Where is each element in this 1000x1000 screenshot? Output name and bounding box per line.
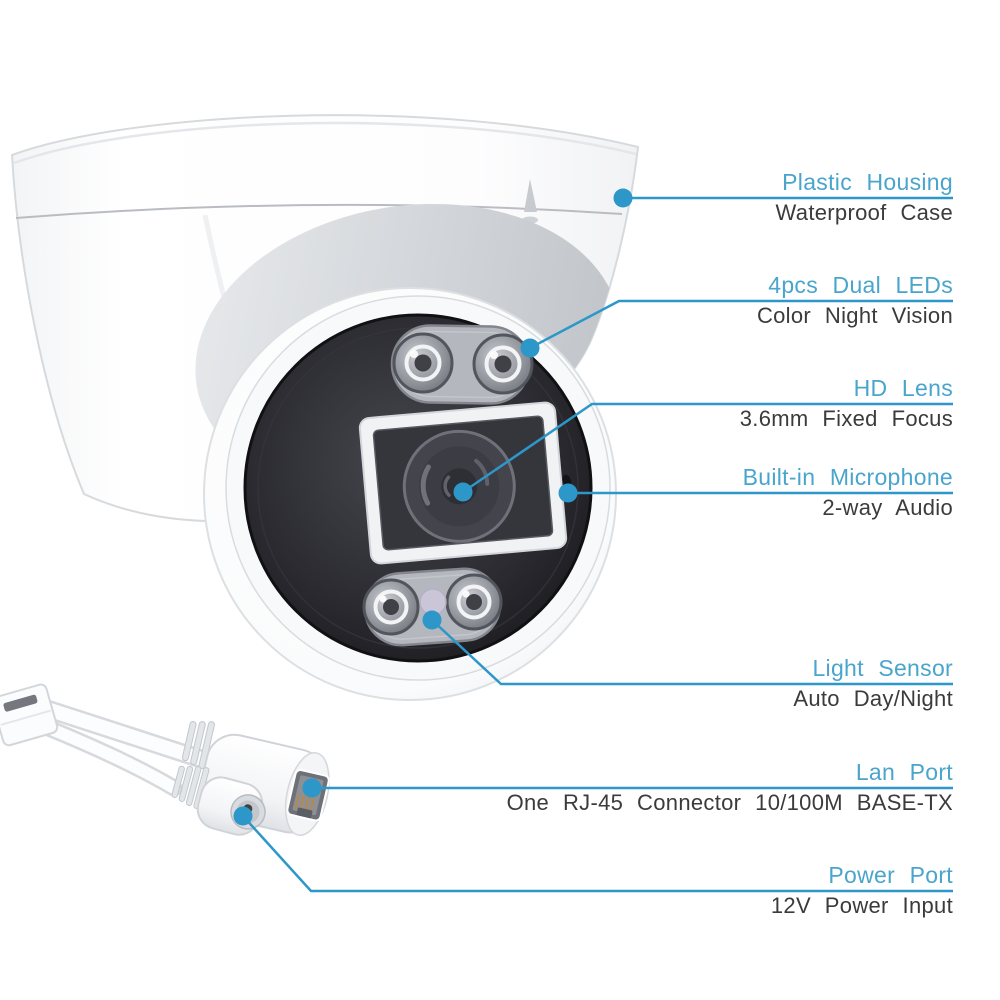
leader-light-sensor (431, 619, 953, 686)
callout-title: Built-in Microphone (742, 464, 953, 490)
marker-dot-hd-lens (453, 482, 473, 502)
marker-dot-lan-port (302, 778, 322, 798)
callout-microphone: Built-in Microphone 2-way Audio (743, 464, 953, 521)
callout-hd-lens: HD Lens 3.6mm Fixed Focus (740, 375, 953, 432)
leader-dual-leds (529, 299, 953, 350)
ir-led (362, 578, 420, 636)
callout-title: Power Port (828, 862, 953, 888)
callout-title: HD Lens (853, 375, 953, 401)
callout-subtitle: Color Night Vision (756, 303, 953, 328)
callout-lan-port: Lan Port One RJ-45 Connector 10/100M BAS… (507, 759, 953, 816)
callout-title: Lan Port (855, 759, 953, 785)
housing-seam (15, 203, 623, 219)
terminal-block (0, 683, 59, 747)
marker-dot-light-sensor (422, 610, 442, 630)
housing-nub (524, 179, 537, 212)
callout-title: Plastic Housing (782, 169, 953, 195)
pigtail-cable (0, 683, 330, 836)
callout-light-sensor: Light Sensor Auto Day/Night (793, 655, 953, 712)
callout-title: Light Sensor (812, 655, 953, 681)
callout-dual-leds: 4pcs Dual LEDs Color Night Vision (757, 272, 953, 329)
callout-subtitle: One RJ-45 Connector 10/100M BASE-TX (506, 790, 953, 815)
ir-led (472, 333, 534, 395)
ir-led (392, 332, 454, 394)
callout-plastic-housing: Plastic Housing Waterproof Case (776, 169, 953, 226)
marker-dot-power-port (233, 806, 253, 826)
callout-subtitle: 2-way Audio (822, 495, 953, 520)
marker-dot-plastic-housing (613, 188, 633, 208)
callout-subtitle: Waterproof Case (775, 200, 953, 225)
callout-power-port: Power Port 12V Power Input (771, 862, 953, 919)
callout-subtitle: Auto Day/Night (793, 686, 953, 711)
callout-title: 4pcs Dual LEDs (768, 272, 953, 298)
strain-relief (171, 765, 210, 810)
strain-relief (181, 721, 215, 770)
marker-dot-dual-leds (520, 338, 540, 358)
ir-led (445, 573, 503, 631)
marker-dot-microphone (558, 483, 578, 503)
callout-subtitle: 3.6mm Fixed Focus (739, 406, 953, 431)
callout-subtitle: 12V Power Input (770, 893, 953, 918)
leader-power-port (242, 815, 953, 893)
leader-hd-lens (462, 402, 953, 494)
